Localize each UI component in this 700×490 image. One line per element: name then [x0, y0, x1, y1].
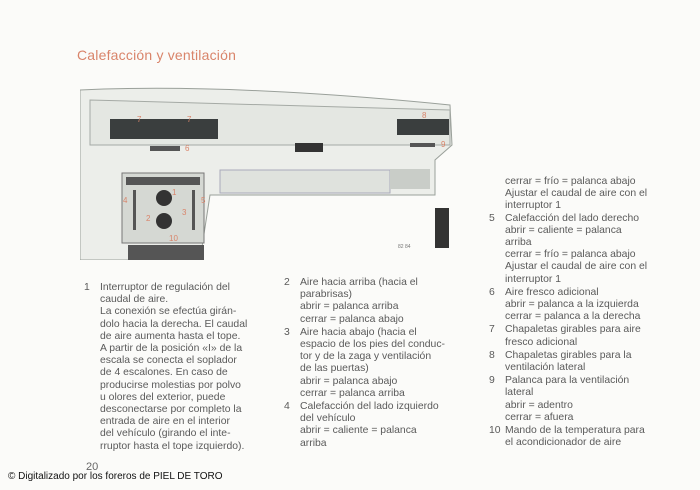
figure-code: 82 84	[398, 244, 411, 250]
page-title: Calefacción y ventilación	[77, 47, 237, 63]
item-line: de 4 escalones. En caso de	[100, 367, 228, 379]
callout-5: 5	[201, 196, 206, 205]
item-line: Chapaletas girables para la	[505, 349, 632, 361]
item-line: parabrisas)	[300, 289, 352, 301]
item-line: cerrar = palanca a la derecha	[505, 311, 641, 323]
item-line: producirse molestias por polvo	[100, 379, 241, 391]
item-number: 3	[284, 326, 290, 338]
callout-7a: 7	[137, 115, 142, 124]
callout-9: 9	[441, 140, 446, 149]
item-line: A partir de la posición «I» de la	[100, 343, 243, 355]
item-line: Ajustar el caudal de aire con el	[505, 261, 648, 273]
item-line: cerrar = palanca arriba	[300, 387, 405, 399]
scan-credit: © Digitalizado por los foreros de PIEL D…	[8, 471, 223, 482]
callout-3: 3	[182, 208, 187, 217]
item-line: desconectarse por completo la	[100, 404, 242, 416]
item-line: espacio de los pies del conduc-	[300, 339, 445, 351]
page-number: 20	[86, 461, 99, 473]
item-line: escala se conecta el soplador	[100, 355, 237, 367]
item-line: lateral	[505, 387, 534, 399]
dashboard-diagram: 7 7 8 6 9 1 2 3 4 5 10 82 84	[80, 87, 453, 260]
item-line: rruptor hasta el tope izquierdo).	[100, 440, 245, 452]
center-vents	[110, 119, 218, 139]
item-line: de las puertas)	[300, 363, 369, 375]
item-line: abrir = palanca abajo	[300, 375, 398, 387]
item-line: Calefacción del lado derecho	[505, 212, 640, 224]
item-line: cerrar = frío = palanca abajo	[505, 249, 636, 261]
item-number: 1	[84, 282, 90, 293]
callout-8: 8	[422, 111, 427, 120]
glovebox-handle	[295, 143, 323, 152]
item-line: Palanca para la ventilación	[505, 375, 630, 387]
item-line: La conexión se efectúa girán-	[100, 306, 237, 318]
callout-2: 2	[146, 214, 151, 223]
item-number: 4	[284, 401, 290, 413]
item-line: del vehículo	[300, 413, 356, 425]
item-line: tor y de la zaga y ventilación	[300, 351, 432, 363]
callout-4: 4	[123, 196, 128, 205]
item-line: fresco adicional	[505, 336, 578, 348]
item-number: 10	[489, 425, 501, 437]
item-line: Calefacción del lado izquierdo	[300, 401, 439, 413]
item-line: interruptor 1	[505, 273, 562, 285]
callout-7b: 7	[187, 115, 192, 124]
callout-1: 1	[172, 188, 177, 197]
item-line: cerrar = frío = palanca abajo	[505, 176, 636, 187]
item-line: caudal de aire.	[100, 294, 169, 306]
item-line: u olores del exterior, puede	[100, 391, 226, 403]
item-number: 6	[489, 286, 495, 298]
item-line: abrir = caliente = palanca	[505, 224, 622, 236]
item-line: Aire hacia abajo (hacia el	[300, 326, 417, 338]
item-number: 5	[489, 212, 495, 224]
item-number: 2	[284, 277, 290, 288]
item-line: interruptor 1	[505, 200, 562, 212]
item-line: Chapaletas girables para aire	[505, 324, 641, 336]
item-line: arriba	[505, 237, 532, 249]
item-line: Ajustar el caudal de aire con el	[505, 188, 648, 200]
item-line: del vehículo (girando el inte-	[100, 428, 231, 440]
item-number: 9	[489, 375, 495, 387]
item-line: el acondicionador de aire	[505, 437, 622, 449]
item-line: cerrar = palanca abajo	[300, 313, 404, 325]
item-line: abrir = palanca arriba	[300, 301, 399, 313]
side-vent	[397, 119, 449, 135]
item-number: 8	[489, 349, 495, 361]
item-line: arriba	[300, 437, 327, 449]
item-line: de aire aumenta hasta el tope.	[100, 330, 241, 342]
item-line: dolo hacia la derecha. El caudal	[100, 318, 248, 330]
callout-6: 6	[185, 144, 190, 153]
item-line: Aire fresco adicional	[505, 286, 599, 298]
item-line: Mando de la temperatura para	[505, 425, 645, 437]
item-line: Aire hacia arriba (hacia el	[300, 277, 418, 288]
item-line: Interruptor de regulación del	[100, 282, 230, 293]
item-number: 7	[489, 324, 495, 336]
item-line: abrir = palanca a la izquierda	[505, 299, 639, 311]
callout-10: 10	[169, 234, 178, 243]
item-line: abrir = caliente = palanca	[300, 425, 417, 437]
item-line: entrada de aire en el interior	[100, 416, 230, 428]
item-line: ventilación lateral	[505, 362, 586, 374]
item-line: abrir = adentro	[505, 399, 573, 411]
item-line: cerrar = afuera	[505, 411, 574, 423]
